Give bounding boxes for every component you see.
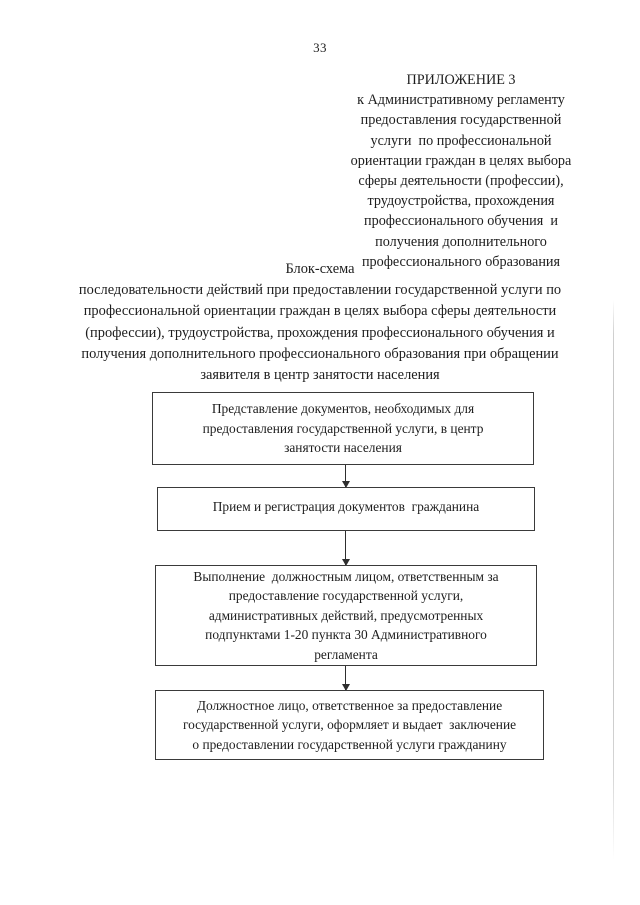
flowchart-box-step-3-text: Выполнение должностным лицом, ответствен… [193, 567, 498, 665]
flowchart-box-step-2-text: Прием и регистрация документов гражданин… [213, 497, 479, 517]
appendix-header-block: ПРИЛОЖЕНИЕ 3 к Административному регламе… [330, 70, 592, 272]
intro-line-4: получения дополнительного профессиональн… [81, 345, 559, 362]
flowchart-box-step-1-line-1: Представление документов, необходимых дл… [211, 401, 475, 417]
flowchart-arrow-1 [341, 465, 350, 488]
flowchart-arrow-2 [341, 531, 350, 566]
scan-artifact-vertical-line [613, 300, 614, 860]
flowchart-box-step-1-line-3: занятости населения [284, 440, 402, 456]
flowchart-box-step-2: Прием и регистрация документов гражданин… [157, 487, 535, 531]
appendix-header-line-9: получения дополнительного [375, 233, 547, 250]
intro-line-3: (профессии), трудоустройства, прохождени… [85, 324, 555, 341]
flowchart-box-step-3: Выполнение должностным лицом, ответствен… [155, 565, 537, 666]
appendix-header-line-8: профессионального обучения и [364, 213, 558, 230]
flowchart-box-step-2-line-1: Прием и регистрация документов гражданин… [212, 499, 480, 514]
flowchart-box-step-4-line-1: Должностное лицо, ответственное за предо… [196, 697, 503, 713]
appendix-header-line-7: трудоустройства, прохождения [367, 193, 555, 210]
page-number: 33 [313, 40, 327, 55]
flowchart-box-step-4-line-2: государственной услуги, оформляет и выда… [182, 717, 517, 733]
flowchart-box-step-3-line-2: предоставление государственной услуги, [228, 588, 464, 604]
intro-line-5: заявителя в центр занятости населения [200, 367, 440, 384]
intro-paragraph: Блок-схема последовательности действий п… [56, 259, 584, 386]
flowchart-box-step-3-line-4: подпунктами 1-20 пункта 30 Административ… [205, 627, 487, 643]
flowchart-box-step-4-line-3: о предоставлении государственной услуги … [192, 736, 507, 752]
flowchart-box-step-4: Должностное лицо, ответственное за предо… [155, 690, 544, 760]
appendix-header-line-1: ПРИЛОЖЕНИЕ 3 [406, 72, 516, 88]
appendix-header-line-2: к Административному регламенту [357, 92, 565, 109]
arrow-head-icon [341, 559, 350, 566]
intro-title: Блок-схема [285, 261, 355, 277]
flowchart-arrow-3 [341, 666, 350, 691]
arrow-head-icon [341, 481, 350, 488]
flowchart-box-step-1-text: Представление документов, необходимых дл… [203, 399, 484, 458]
flowchart-box-step-3-line-5: регламента [314, 646, 378, 662]
flowchart-box-step-4-text: Должностное лицо, ответственное за предо… [183, 696, 516, 755]
appendix-header-line-4: услуги по профессиональной [370, 132, 552, 149]
intro-line-1: последовательности действий при предоста… [78, 282, 562, 299]
flowchart-box-step-1-line-2: предоставления государственной услуги, в… [202, 420, 484, 436]
appendix-header-line-5: ориентации граждан в целях выбора [350, 152, 572, 169]
intro-line-2: профессиональной ориентации граждан в це… [83, 303, 557, 320]
appendix-header-line-10: профессионального образования [361, 253, 561, 270]
appendix-header-line-3: предоставления государственной [360, 112, 562, 129]
arrow-head-icon [341, 684, 350, 691]
appendix-header-line-6: сферы деятельности (профессии), [358, 173, 564, 190]
flowchart-box-step-1: Представление документов, необходимых дл… [152, 392, 534, 465]
flowchart-box-step-3-line-1: Выполнение должностным лицом, ответствен… [193, 568, 499, 584]
flowchart-box-step-3-line-3: административных действий, предусмотренн… [208, 607, 484, 623]
